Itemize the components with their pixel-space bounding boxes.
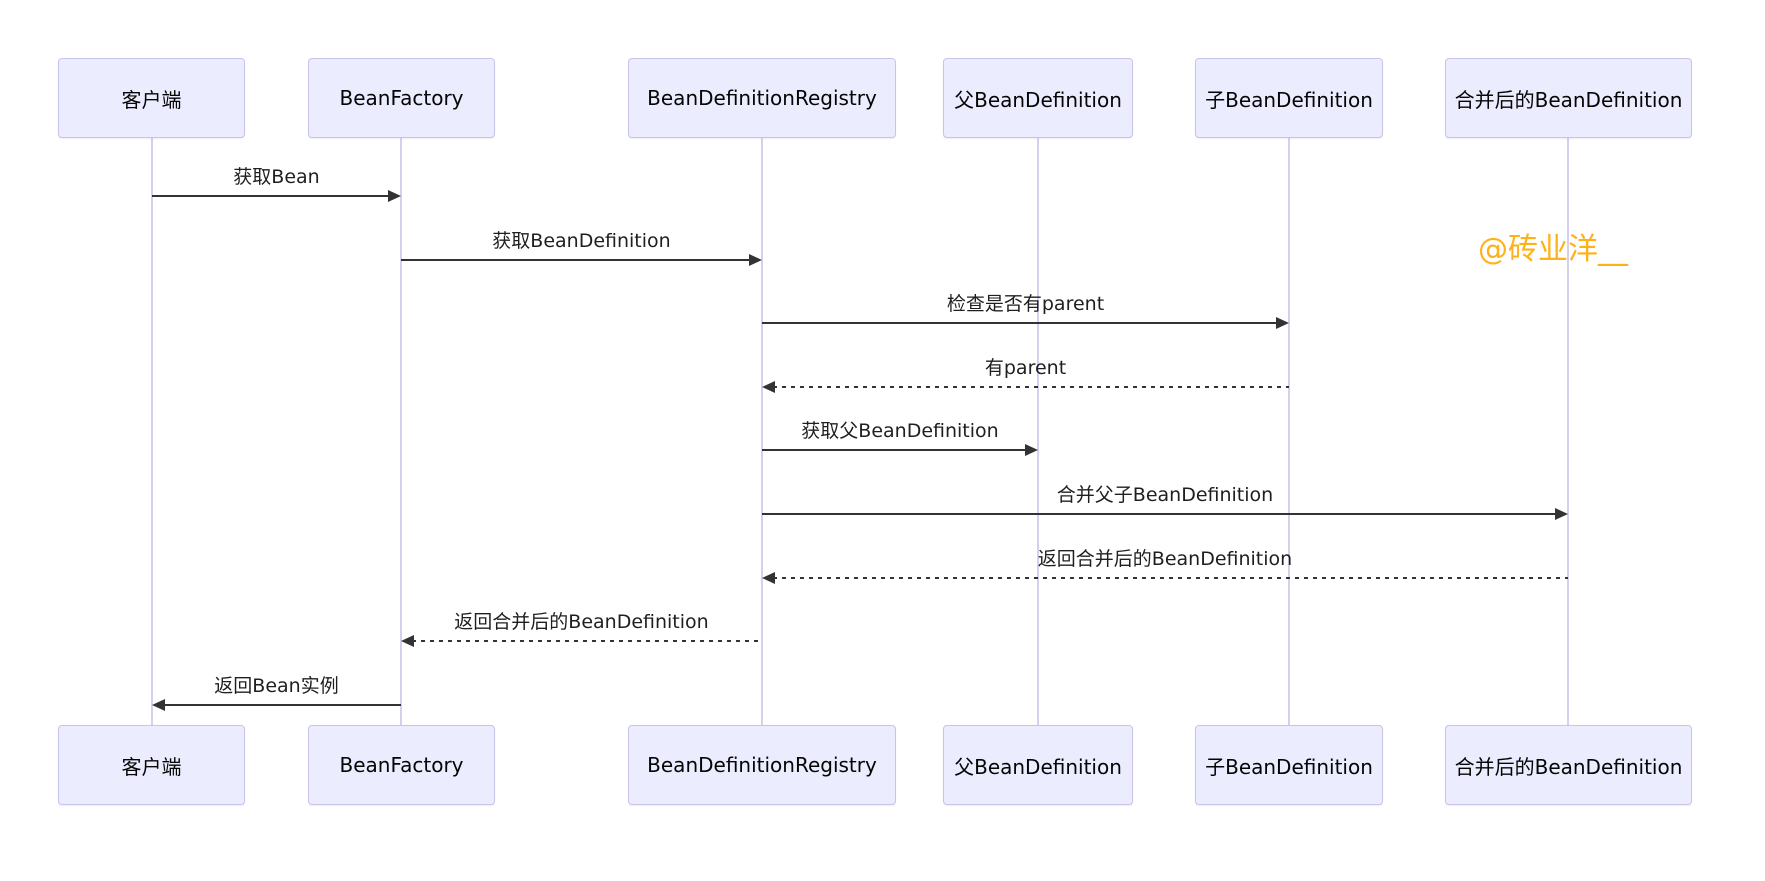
- lifeline-parent-bean-definition: [1037, 138, 1039, 725]
- message-label: 返回合并后的BeanDefinition: [454, 611, 709, 633]
- arrowhead: [401, 635, 414, 647]
- lifeline-merged-bean-definition: [1567, 138, 1569, 725]
- actor-label: 客户端: [121, 754, 182, 779]
- lifeline-child-bean-definition: [1288, 138, 1290, 725]
- actor-child-bean-definition-top: 子BeanDefinition: [1195, 58, 1383, 138]
- arrowhead: [1555, 508, 1568, 520]
- lifeline-bean-factory: [400, 138, 402, 725]
- message-line: [401, 259, 751, 261]
- message-label: 检查是否有parent: [946, 293, 1105, 315]
- actor-label: BeanDefinitionRegistry: [647, 86, 877, 110]
- lifeline-bean-definition-registry: [761, 138, 763, 725]
- actor-label: BeanFactory: [339, 86, 464, 110]
- watermark: @砖业洋__: [1478, 232, 1628, 267]
- message-label: 获取父BeanDefinition: [801, 420, 999, 442]
- actor-label: 父BeanDefinition: [954, 87, 1122, 112]
- message-line: [762, 449, 1027, 451]
- arrowhead: [388, 190, 401, 202]
- message-line: [163, 704, 401, 706]
- actor-bean-factory-bottom: BeanFactory: [308, 725, 495, 805]
- arrowhead: [762, 381, 775, 393]
- message-line: [773, 386, 1289, 388]
- actor-label: 子BeanDefinition: [1205, 754, 1373, 779]
- actor-label: 合并后的BeanDefinition: [1454, 754, 1683, 779]
- actor-label: BeanDefinitionRegistry: [647, 753, 877, 777]
- actor-label: 子BeanDefinition: [1205, 87, 1373, 112]
- message-label: 返回Bean实例: [214, 675, 339, 697]
- message-line: [412, 640, 762, 642]
- message-label: 有parent: [984, 357, 1067, 379]
- message-line: [773, 577, 1568, 579]
- arrowhead: [749, 254, 762, 266]
- message-label: 返回合并后的BeanDefinition: [1037, 548, 1293, 570]
- arrowhead: [762, 572, 775, 584]
- message-label: 获取BeanDefinition: [492, 230, 671, 252]
- message-line: [152, 195, 390, 197]
- message-label: 获取Bean: [233, 166, 320, 188]
- actor-bean-factory-top: BeanFactory: [308, 58, 495, 138]
- actor-label: BeanFactory: [339, 753, 464, 777]
- lifeline-client: [151, 138, 153, 725]
- actor-label: 客户端: [121, 87, 182, 112]
- actor-label: 合并后的BeanDefinition: [1454, 87, 1683, 112]
- arrowhead: [152, 699, 165, 711]
- actor-label: 父BeanDefinition: [954, 754, 1122, 779]
- arrowhead: [1025, 444, 1038, 456]
- actor-merged-bean-definition-top: 合并后的BeanDefinition: [1445, 58, 1692, 138]
- actor-merged-bean-definition-bottom: 合并后的BeanDefinition: [1445, 725, 1692, 805]
- actor-parent-bean-definition-top: 父BeanDefinition: [943, 58, 1133, 138]
- actor-child-bean-definition-bottom: 子BeanDefinition: [1195, 725, 1383, 805]
- actor-bean-definition-registry-bottom: BeanDefinitionRegistry: [628, 725, 896, 805]
- actor-client-top: 客户端: [58, 58, 245, 138]
- message-line: [762, 513, 1557, 515]
- message-label: 合并父子BeanDefinition: [1056, 484, 1274, 506]
- arrowhead: [1276, 317, 1289, 329]
- actor-parent-bean-definition-bottom: 父BeanDefinition: [943, 725, 1133, 805]
- actor-client-bottom: 客户端: [58, 725, 245, 805]
- message-line: [762, 322, 1278, 324]
- actor-bean-definition-registry-top: BeanDefinitionRegistry: [628, 58, 896, 138]
